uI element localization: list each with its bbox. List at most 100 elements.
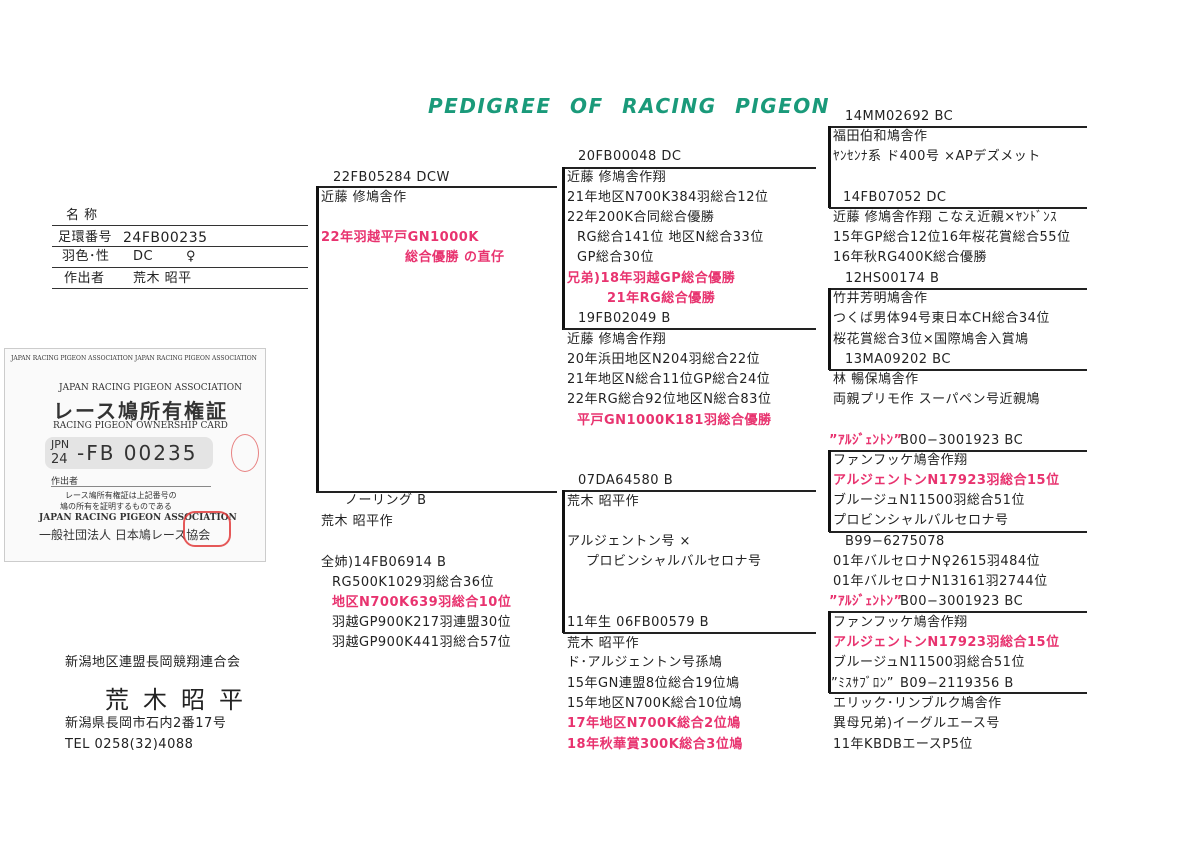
ss-line: RG総合141位 地区N総合33位: [577, 230, 764, 245]
bracket-line: [563, 632, 816, 634]
dd-line: 15年GN連盟8位総合19位鳩: [567, 676, 740, 691]
ss-line: 21年RG総合優勝: [607, 291, 716, 306]
g3-name: ”ｱﾙｼﾞｪﾝﾄﾝ”: [829, 594, 903, 609]
g3-name: ”ｱﾙｼﾞｪﾝﾄﾝ”: [829, 433, 903, 448]
dam-line: RG500K1029羽総合36位: [332, 575, 495, 590]
bracket-line: [563, 490, 816, 492]
divider: [52, 288, 308, 289]
name-label: 名 称: [66, 208, 98, 223]
g3-ring: B00−3001923 BC: [900, 594, 1024, 609]
bracket-line: [563, 167, 816, 169]
g3-ring: B99−6275078: [845, 534, 945, 549]
sd-ring: 19FB02049 B: [578, 311, 671, 326]
ring-label: 足環番号: [58, 230, 113, 245]
g3-ring: 14MM02692 BC: [845, 109, 954, 124]
dd-line: 17年地区N700K総合2位鳩: [567, 716, 741, 731]
ring-panel: [45, 437, 213, 469]
bracket-line: [317, 491, 557, 493]
g3-line: 竹井芳明鳩舎作: [833, 291, 928, 306]
bracket-line: [829, 288, 1087, 290]
card-assoc: JAPAN RACING PIGEON ASSOCIATION: [39, 513, 237, 523]
dam-line: 羽越GP900K441羽総合57位: [332, 635, 512, 650]
sire-achievement: 総合優勝 の直仔: [405, 250, 505, 265]
card-assoc: JAPAN RACING PIGEON ASSOCIATION: [59, 383, 243, 393]
ownership-card: JAPAN RACING PIGEON ASSOCIATION JAPAN RA…: [4, 348, 266, 562]
card-subtitle: RACING PIGEON OWNERSHIP CARD: [53, 421, 228, 431]
bracket-line: [828, 611, 831, 693]
card-jpn: JPN: [51, 438, 70, 451]
owner-name: 荒木昭平: [105, 686, 257, 714]
dd-line: 18年秋華賞300K総合3位鳩: [567, 737, 743, 752]
bracket-line: [562, 167, 565, 330]
g3-line: 両親プリモ作 スーパペン号近親鳩: [833, 392, 1041, 407]
g3-line: ブルージュN11500羽総合51位: [833, 493, 1025, 508]
bracket-line: [829, 126, 1087, 128]
ss-line: 22年200K合同総合優勝: [567, 210, 715, 225]
g3-line: 11年KBDBエースP5位: [833, 737, 973, 752]
g3-line: 林 暢保鳩舎作: [833, 372, 919, 387]
g3-line: ﾔﾝｾﾝﾅ系 ド400号 ×APデズメット: [833, 149, 1041, 164]
club-name: 新潟地区連盟長岡競翔連合会: [65, 655, 241, 670]
sire-achievement: 22年羽越平戸GN1000K: [321, 230, 479, 245]
owner-tel: TEL 0258(32)4088: [65, 737, 194, 752]
bracket-line: [829, 207, 1087, 209]
ds-line: 荒木 昭平作: [567, 494, 640, 509]
ring-value: 24FB00235: [123, 230, 208, 246]
sd-line: 20年浜田地区N204羽総合22位: [567, 352, 761, 367]
bracket-line: [829, 369, 1087, 371]
card-note: 鳩の所有を証明するものである: [60, 502, 172, 511]
bracket-line: [829, 450, 1087, 452]
bracket-line: [316, 186, 319, 493]
dam-line: 羽越GP900K217羽連盟30位: [332, 615, 512, 630]
bracket-line: [562, 490, 565, 633]
card-org: 一般社団法人 日本鳩レース協会: [39, 528, 211, 542]
bracket-line: [563, 328, 816, 330]
sex-value: ♀: [186, 249, 197, 264]
g3-line: アルジェントンN17923羽総合15位: [833, 473, 1060, 488]
page-title: PEDIGREE OF RACING PIGEON: [428, 94, 831, 118]
sire-breeder: 近藤 修鳩舎作: [321, 190, 407, 205]
g3-line: 16年秋RG400K総合優勝: [833, 250, 987, 265]
stamp: [231, 434, 259, 472]
dam-line: 全姉)14FB06914 B: [321, 555, 447, 570]
g3-line: プロビンシャルバルセロナ号: [833, 513, 1009, 528]
ds-ring: 07DA64580 B: [578, 473, 674, 488]
breeder-label: 作出者: [64, 271, 105, 286]
ss-ring: 20FB00048 DC: [578, 149, 682, 164]
g3-line: 01年バルセロナN13161羽2744位: [833, 574, 1048, 589]
g3-line: 異母兄弟)イーグルエース号: [833, 716, 1000, 731]
card-note: レース鳩所有権証は上記番号の: [65, 491, 177, 500]
g3-name: ”ﾐｽｻﾌﾞﾛﾝ”: [831, 676, 894, 691]
g3-ring: 14FB07052 DC: [843, 190, 947, 205]
card-title: レース鳩所有権証: [53, 399, 228, 423]
g3-ring: B09−2119356 B: [900, 676, 1014, 691]
ds-line: プロビンシャルバルセロナ号: [586, 554, 762, 569]
g3-ring: 13MA09202 BC: [845, 352, 951, 367]
g3-ring: 12HS00174 B: [845, 271, 940, 286]
card-border-text: JAPAN RACING PIGEON ASSOCIATION JAPAN RA…: [11, 355, 257, 362]
color-value: DC: [133, 249, 154, 264]
dam-line: 地区N700K639羽総合10位: [332, 595, 512, 610]
g3-line: ファンフッケ鳩舎作翔: [833, 453, 968, 468]
divider: [52, 246, 308, 247]
sd-line: 平戸GN1000K181羽総合優勝: [577, 413, 772, 428]
dd-line: ド･アルジェントン号孫鳩: [567, 655, 723, 670]
g3-line: 桜花賞総合3位×国際鳩舎入賞鳩: [833, 332, 1029, 347]
card-ring: -FB 00235: [77, 441, 198, 465]
g3-ring: B00−3001923 BC: [900, 433, 1024, 448]
color-label: 羽色･性: [62, 249, 110, 264]
owner-address: 新潟県長岡市石内2番17号: [65, 716, 227, 731]
g3-line: 近藤 修鳩舎作翔 こなえ近親×ﾔﾝﾄﾞﾝｽ: [833, 210, 1058, 225]
sd-line: 近藤 修鳩舎作翔: [567, 332, 667, 347]
ss-line: 兄弟)18年羽越GP総合優勝: [567, 271, 736, 286]
sd-line: 22年RG総合92位地区N総合83位: [567, 392, 772, 407]
g3-line: ブルージュN11500羽総合51位: [833, 655, 1025, 670]
divider: [52, 267, 308, 268]
ss-line: 21年地区N700K384羽総合12位: [567, 190, 769, 205]
bracket-line: [317, 186, 557, 188]
bracket-line: [828, 450, 831, 532]
ds-line: アルジェントン号 ×: [567, 534, 691, 549]
dam-ring: ノーリング B: [345, 493, 427, 508]
g3-line: ファンフッケ鳩舎作翔: [833, 615, 968, 630]
divider: [51, 486, 211, 487]
